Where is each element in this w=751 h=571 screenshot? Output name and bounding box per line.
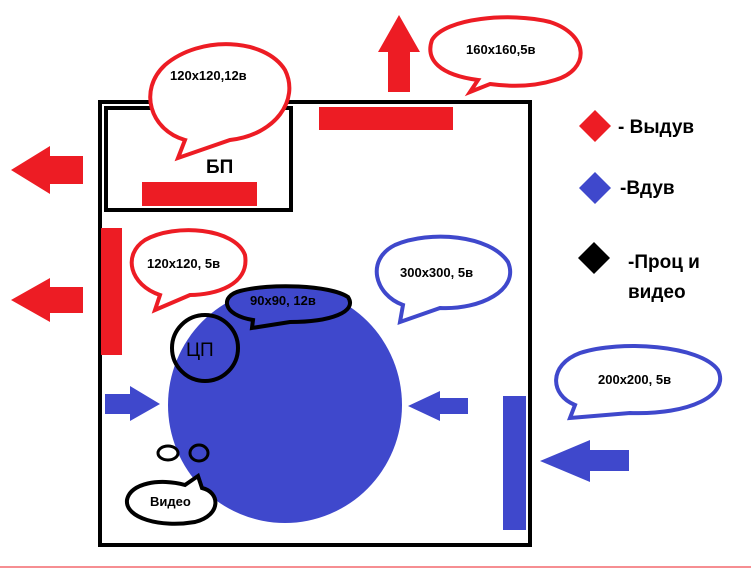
psu-label: БП — [206, 157, 233, 178]
gpu-label: Видео — [150, 494, 191, 509]
psu-fan-label: 120x120,12в — [170, 68, 247, 83]
rear-fan-label: 120x120, 5в — [147, 256, 220, 271]
top-exhaust-arrow — [378, 15, 420, 92]
side-fan-label: 300x300, 5в — [400, 265, 473, 280]
legend-cpu-gpu-label: -Проц и — [628, 252, 700, 273]
top-fan-label: 160x160,5в — [466, 42, 535, 57]
rear-fan-bubble — [129, 228, 248, 314]
left-intake-arrow — [105, 386, 160, 421]
cpu-fan-bubble — [225, 284, 352, 331]
legend-cpu-gpu-label-2: видео — [628, 282, 686, 303]
side-fan-circle — [168, 287, 402, 523]
side-fan-bubble — [374, 234, 513, 326]
cpu-fan-label: 90x90, 12в — [250, 293, 316, 308]
gpu-bubble-dot-2 — [188, 443, 210, 463]
front-intake-arrow — [540, 440, 629, 482]
cpu-circle — [170, 313, 240, 383]
front-fan-bubble — [554, 344, 722, 421]
gpu-bubble-dot-1 — [156, 444, 180, 462]
legend-cpu-gpu-diamond — [578, 242, 610, 274]
top-fan — [319, 107, 453, 130]
rear-fan — [101, 228, 122, 355]
legend-exhaust-label: - Выдув — [618, 117, 694, 138]
side-intake-arrow — [408, 391, 468, 421]
case-outline — [98, 100, 532, 547]
legend-intake-label: -Вдув — [620, 178, 675, 199]
cpu-label: ЦП — [186, 340, 214, 361]
psu-fan — [142, 182, 257, 206]
psu-fan-bubble — [148, 42, 292, 162]
rear-exhaust-arrow — [11, 278, 83, 322]
legend-intake-diamond — [579, 172, 611, 204]
front-fan — [503, 396, 526, 530]
psu-exhaust-arrow — [11, 146, 83, 194]
legend-exhaust-diamond — [579, 110, 611, 142]
gpu-bubble — [125, 472, 218, 526]
front-fan-label: 200x200, 5в — [598, 372, 671, 387]
top-fan-bubble — [428, 15, 583, 97]
